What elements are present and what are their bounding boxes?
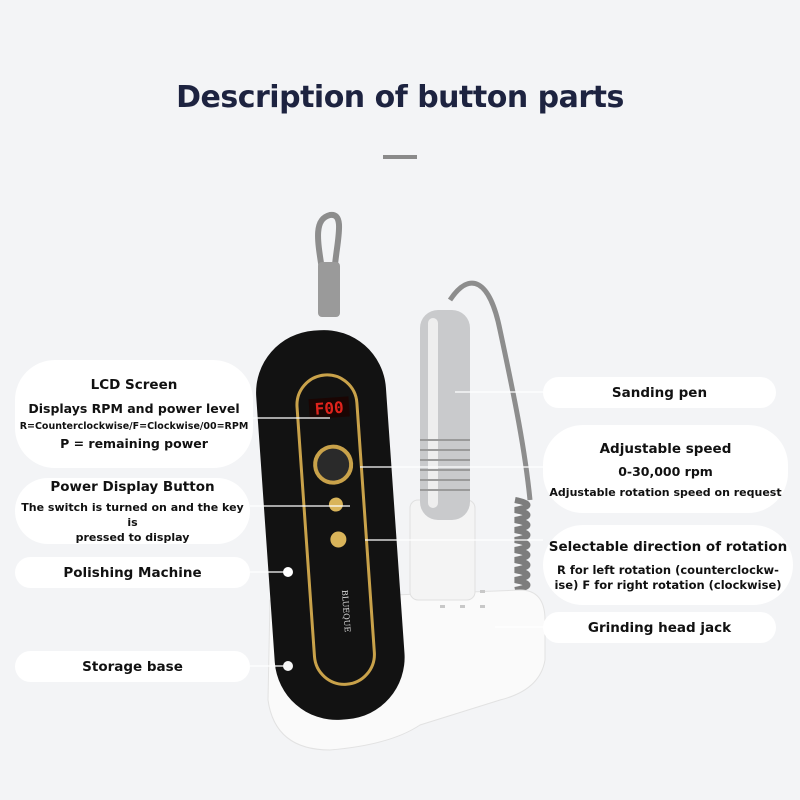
- lcd-line3: P = remaining power: [60, 435, 208, 451]
- speed-knob: [313, 444, 354, 485]
- lcd-readout: F00: [314, 398, 344, 419]
- power-cord: [315, 212, 343, 291]
- direction-heading: Selectable direction of rotation: [548, 539, 788, 555]
- direction-button: [330, 531, 347, 548]
- power-line1: The switch is turned on and the key is: [21, 501, 244, 529]
- lcd-line2: R=Counterclockwise/F=Clockwise/00=RPM: [19, 420, 249, 432]
- speed-line1: 0-30,000 rpm: [618, 463, 713, 479]
- lcd-screen: [308, 396, 350, 420]
- direction-label: Selectable direction of rotation R for l…: [543, 525, 793, 605]
- speed-heading: Adjustable speed: [599, 440, 732, 457]
- lcd-screen-label: LCD Screen Displays RPM and power level …: [15, 360, 253, 468]
- brand-logo: BLUEQUE: [340, 590, 352, 633]
- page-title: Description of button parts: [176, 80, 624, 115]
- lcd-line1: Displays RPM and power level: [28, 400, 240, 416]
- direction-line2: ise) F for right rotation (clockwise): [554, 578, 782, 592]
- lcd-heading: LCD Screen: [90, 376, 178, 393]
- speed-line2: Adjustable rotation speed on request: [549, 485, 782, 499]
- power-heading: Power Display Button: [50, 479, 215, 495]
- pen-heading: Sanding pen: [611, 384, 708, 401]
- polishing-machine-label: Polishing Machine: [15, 557, 250, 588]
- polishing-machine: F00 BLUEQUE: [256, 330, 405, 720]
- sanding-pen: [420, 310, 470, 520]
- pen-cord: [447, 280, 533, 501]
- power-display-label: Power Display Button The switch is turne…: [15, 478, 250, 544]
- power-line2: pressed to display: [75, 531, 190, 544]
- sanding-pen-label: Sanding pen: [543, 377, 776, 408]
- adjustable-speed-label: Adjustable speed 0-30,000 rpm Adjustable…: [543, 425, 788, 513]
- coiled-cord: [514, 497, 531, 593]
- jack-heading: Grinding head jack: [587, 619, 732, 636]
- direction-line1: R for left rotation (counterclockw-: [557, 563, 779, 577]
- base-heading: Storage base: [82, 658, 183, 675]
- grinding-head-jack-label: Grinding head jack: [543, 612, 776, 643]
- power-display-button: [328, 497, 343, 512]
- storage-base-label: Storage base: [15, 651, 250, 682]
- machine-heading: Polishing Machine: [63, 564, 202, 581]
- leader-lines: [250, 391, 543, 667]
- pen-grip: [420, 439, 470, 491]
- title-divider: [383, 155, 417, 159]
- cord-connector: [318, 262, 340, 317]
